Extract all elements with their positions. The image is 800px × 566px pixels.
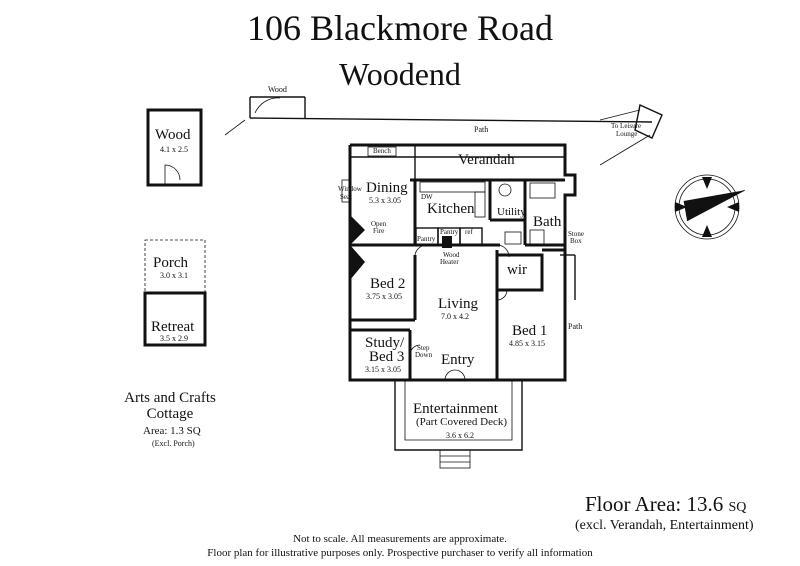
- study-dims: 3.15 x 3.05: [365, 365, 401, 374]
- wood-heater-line2: Heater: [440, 258, 459, 266]
- pantry-label-2: Pantry: [440, 228, 459, 236]
- living-name: Living: [438, 296, 478, 312]
- property-suburb: Woodend: [339, 56, 461, 92]
- living-dims: 7.0 x 4.2: [441, 312, 469, 321]
- retreat-room: [143, 291, 207, 347]
- floor-area-label: Floor Area: 13.6: [585, 492, 724, 516]
- wood-fence-label: Wood: [268, 85, 287, 94]
- wir-label: wir: [507, 262, 527, 278]
- entertainment-name: Entertainment: [413, 401, 498, 417]
- leisure-lounge-line1: To Leisure: [611, 122, 642, 130]
- entertainment-dims: 3.6 x 6.2: [446, 431, 474, 440]
- bed1-name: Bed 1: [512, 323, 548, 339]
- path-side-label: Path: [568, 322, 583, 331]
- wood-shed-dims: 4.1 x 2.5: [160, 145, 188, 154]
- bath-label: Bath: [533, 214, 562, 230]
- step-down-line2: Down: [415, 351, 433, 359]
- fridge-label: ref: [465, 228, 473, 236]
- boundary-fence: [224, 96, 663, 166]
- step-down-line1: Step: [417, 344, 430, 352]
- pantry-label-1: Pantry: [417, 235, 436, 243]
- disclaimer-line1: Not to scale. All measurements are appro…: [293, 533, 507, 545]
- cottage-excl: (Excl. Porch): [152, 439, 195, 448]
- wood-shed: [146, 108, 203, 187]
- open-fire-line2: Fire: [373, 227, 385, 235]
- open-fire-line1: Open: [371, 220, 387, 228]
- wood-shed-name: Wood: [155, 127, 191, 143]
- disclaimer-line2: Floor plan for illustrative purposes onl…: [207, 547, 593, 559]
- verandah-label: Verandah: [458, 152, 515, 168]
- bed1-dims: 4.85 x 3.15: [509, 339, 545, 348]
- floor-area-unit: SQ: [728, 500, 747, 515]
- entry-label: Entry: [441, 352, 475, 368]
- study-line2: Bed 3: [369, 349, 405, 365]
- utility-label: Utility: [497, 206, 526, 218]
- north-arrow-icon: [674, 174, 745, 240]
- window-seat-line2: Seat: [340, 193, 353, 201]
- property-address: 106 Blackmore Road: [247, 8, 553, 48]
- retreat-name: Retreat: [151, 319, 195, 335]
- kitchen-label: Kitchen: [427, 201, 475, 217]
- porch-dims: 3.0 x 3.1: [160, 271, 188, 280]
- cottage-title-line2: Cottage: [146, 406, 194, 422]
- wood-heater-line1: Wood: [443, 251, 460, 259]
- bed2-dims: 3.75 x 3.05: [366, 292, 402, 301]
- cottage-area: Area: 1.3 SQ: [143, 425, 201, 437]
- leisure-lounge-line2: Lounge: [616, 130, 638, 138]
- stone-box-line2: Box: [570, 237, 582, 245]
- study-line1: Study/: [365, 335, 405, 351]
- entertainment-sub: (Part Covered Deck): [416, 416, 508, 428]
- cottage-title-line1: Arts and Crafts: [124, 390, 216, 406]
- path-top-label: Path: [474, 125, 489, 134]
- window-seat-line1: Window: [338, 185, 362, 193]
- porch-name: Porch: [153, 255, 188, 271]
- bed2-name: Bed 2: [370, 276, 406, 292]
- stone-box-line1: Stone: [568, 230, 584, 238]
- house-walls: [341, 143, 577, 469]
- floor-area: Floor Area: 13.6 SQ: [585, 494, 746, 515]
- bench-label: Bench: [373, 147, 391, 155]
- dishwasher-label: DW: [421, 193, 433, 201]
- retreat-dims: 3.5 x 2.9: [160, 334, 188, 343]
- dining-name: Dining: [366, 180, 408, 196]
- dining-dims: 5.3 x 3.05: [369, 196, 401, 205]
- floor-area-excl: (excl. Verandah, Entertainment): [575, 518, 754, 533]
